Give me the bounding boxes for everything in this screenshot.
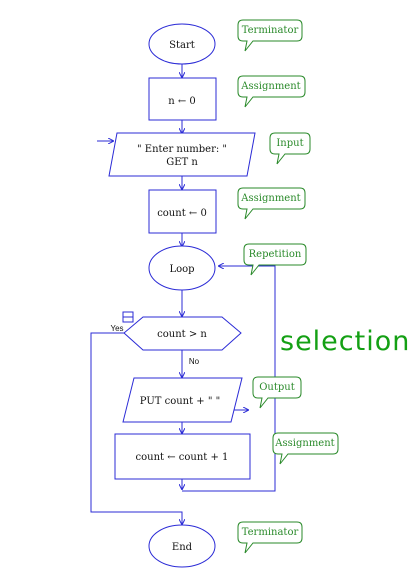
decision-label: count > n: [157, 329, 207, 340]
start-label: Start: [169, 40, 195, 51]
note-increment-bubble: [272, 432, 339, 465]
note-init-n-bubble: [237, 75, 306, 108]
connector-decision-yes: [90, 332, 182, 524]
input-command-label: GET n: [166, 157, 198, 168]
output-label: PUT count + " ": [140, 396, 220, 407]
input-parallelogram: [108, 132, 256, 177]
note-loop-bubble: [243, 243, 307, 276]
note-end-text: Terminator: [242, 527, 299, 538]
note-start-bubble: [237, 19, 303, 52]
note-output-text: Output: [259, 382, 295, 393]
note-init-n-text: Assignment: [240, 81, 300, 92]
note-input-text: Input: [276, 138, 303, 149]
init-count-process: [148, 189, 217, 234]
note-init-count-text: Assignment: [240, 193, 300, 204]
increment-process: [114, 433, 251, 480]
init-count-label: count ← 0: [157, 208, 207, 219]
note-init-count-bubble: [237, 187, 306, 220]
note-loop-text: Repetition: [249, 249, 302, 260]
note-increment-text: Assignment: [274, 438, 334, 449]
note-start-text: Terminator: [242, 25, 299, 36]
no-branch-label: No: [189, 357, 200, 366]
handwritten-annotation: selection: [280, 326, 410, 357]
init-n-label: n ← 0: [168, 96, 196, 107]
yes-branch-label: Yes: [110, 324, 123, 333]
end-terminator: [148, 524, 216, 568]
loop-label: Loop: [169, 264, 194, 275]
start-terminator: [148, 23, 216, 65]
increment-label: count ← count + 1: [136, 452, 229, 463]
init-n-process: [148, 77, 217, 121]
note-input-bubble: [269, 132, 311, 165]
output-parallelogram: [122, 377, 243, 423]
loop-ellipse: [148, 245, 216, 291]
note-end-bubble: [237, 521, 303, 554]
input-prompt-label: " Enter number: ": [137, 144, 227, 155]
note-output-bubble: [252, 376, 302, 409]
decision-hexagon: [123, 316, 242, 351]
end-label: End: [172, 542, 193, 553]
